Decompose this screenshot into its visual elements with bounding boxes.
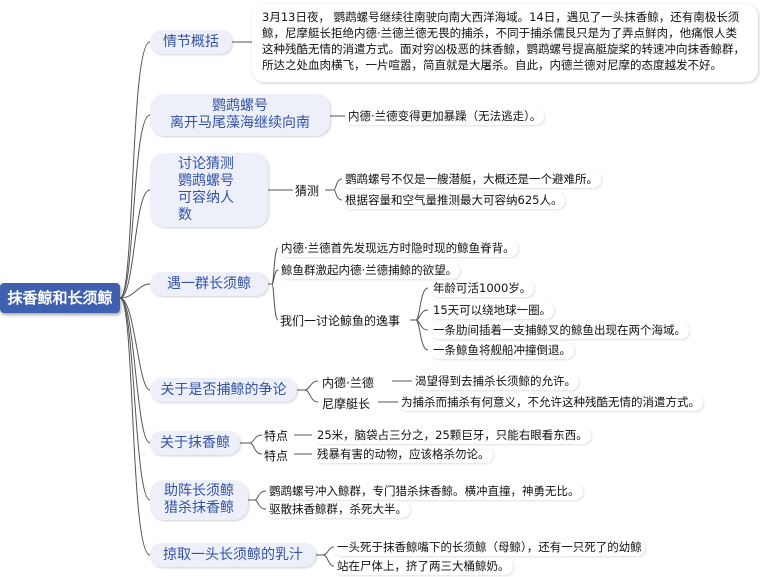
leaf-anecdote-age: 年龄可活1000岁。: [430, 280, 535, 297]
leaf-anecdote-harpoon: 一条肋间插着一支捕鲸叉的鲸鱼出现在两个海域。: [430, 322, 689, 339]
leaf-help-charge: 鹦鹉螺号冲入鲸群，专门猎杀抹香鲸。横冲直撞，神勇无比。: [266, 483, 583, 500]
leaf-guess-shelter: 鹦鹉螺号不仅是一艘潜艇，大概还是一个避难所。: [342, 171, 601, 188]
leaf-anecdote-ship: 一条鲸鱼将舰船冲撞倒退。: [430, 342, 574, 359]
guess-label: 猜测: [295, 184, 320, 198]
topic-capacity-discussion: 讨论猜测 鹦鹉螺号 可容纳人 数: [150, 153, 268, 227]
debate-ned-label: 内德·兰德: [322, 376, 374, 390]
leaf-whale-spotted: 内德·兰德首先发现远方时隐时现的鲸鱼脊背。: [278, 240, 518, 257]
leaf-whale-desire: 鲸鱼群激起内德·兰德捕鲸的欲望。: [278, 262, 461, 279]
leaf-help-scatter: 驱散抹香鲸群，杀死大半。: [266, 501, 410, 518]
leaf-debate-nemo: 为捕杀而捕杀有何意义，不允许这种残酷无情的消遣方式。: [398, 394, 703, 411]
anecdote-label: 我们一讨论鲸鱼的逸事: [280, 314, 401, 328]
leaf-sperm-cruel: 残暴有害的动物，应该格杀勿论。: [314, 446, 493, 463]
topic-fin-whales: 遇一群长须鲸: [150, 272, 268, 296]
topic-milk: 掠取一头长须鲸的乳汁: [150, 543, 316, 567]
leaf-sperm-features: 25米，脑袋占三分之，25颗巨牙，只能右眼看东西。: [314, 427, 591, 444]
leaf-anecdote-speed: 15天可以绕地球一圈。: [430, 302, 555, 319]
topic-whaling-debate: 关于是否捕鲸的争论: [150, 378, 297, 402]
leaf-debate-ned: 渴望得到去捕杀长须鲸的允许。: [412, 373, 579, 390]
root-node: 抹香鲸和长须鲸: [0, 283, 120, 313]
leaf-guess-capacity: 根据容量和空气量推测最大可容纳625人。: [342, 192, 566, 209]
summary-text: 3月13日夜， 鹦鹉螺号继续往南驶向南大西洋海域。14日，遇见了一头抹香鲸，还有…: [252, 4, 758, 82]
topic-leave-sargasso: 鹦鹉螺号 离开马尾藻海继续向南: [150, 94, 330, 136]
sperm-label-2: 特点: [264, 449, 289, 463]
leaf-milk-dead-whale: 一头死于抹香鲸嘴下的长须鲸（母鲸），还有一只死了的幼鲸: [334, 539, 645, 556]
debate-nemo-label: 尼摩艇长: [322, 397, 371, 411]
topic-sperm-whale: 关于抹香鲸: [150, 431, 240, 455]
leaf-milk-collect: 站在尸体上，挤了两三大桶鲸奶。: [334, 558, 513, 575]
topic-help-fin-whales: 助阵长须鲸 猎杀抹香鲸: [150, 480, 248, 520]
topic-plot-summary: 情节概括: [150, 30, 232, 54]
leaf-leave-result: 内德·兰德变得更加暴躁（无法逃走）。: [345, 108, 545, 125]
sperm-label-1: 特点: [264, 429, 289, 443]
